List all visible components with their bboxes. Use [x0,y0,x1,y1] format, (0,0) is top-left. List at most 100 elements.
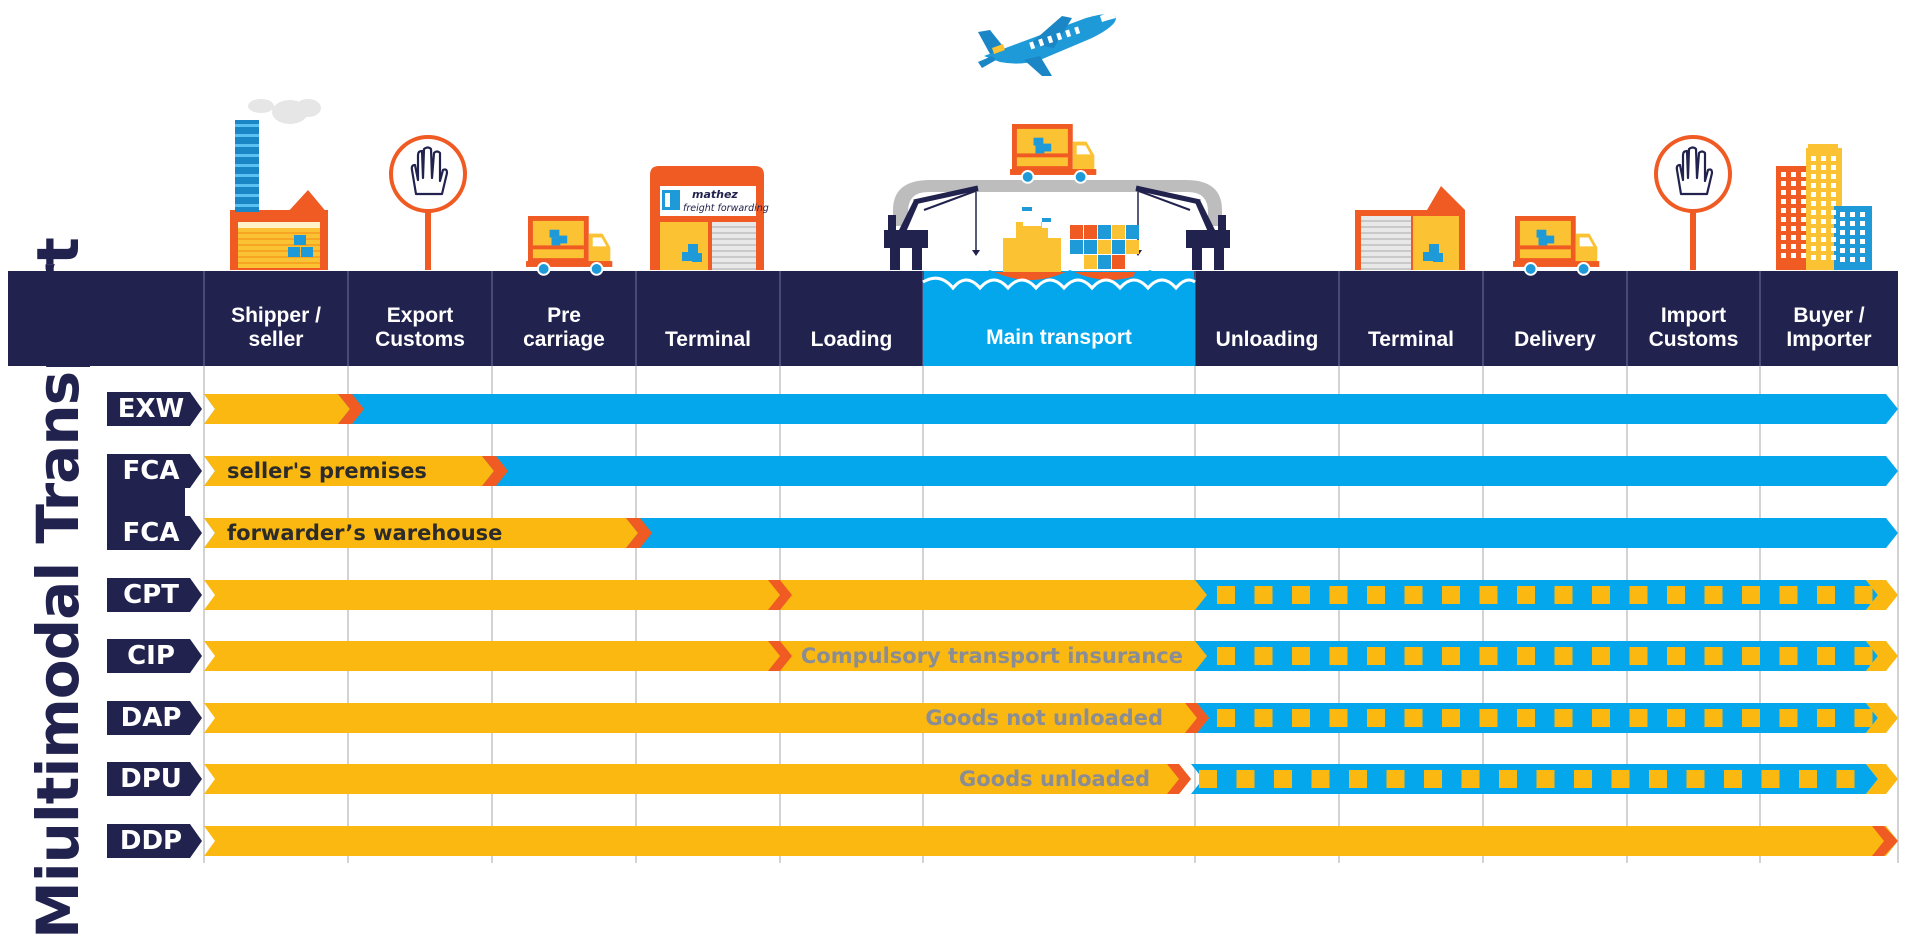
fca-connector [107,471,185,533]
cost-square [1554,647,1573,665]
rule-code-dap: DAP [120,703,182,733]
cost-square [1517,709,1535,727]
cost-square [1536,770,1555,788]
stage-label: Shipper / seller [231,304,321,351]
risk-transfer-marker [482,456,508,486]
stage-label: Unloading [1215,328,1319,351]
cost-square [1592,586,1610,604]
cost-square [1704,647,1723,665]
cost-square [1386,770,1405,788]
city-buildings-icon [1776,144,1872,270]
cost-square [1311,770,1330,788]
cost-square [1742,709,1760,727]
cost-square [1329,586,1348,604]
cost-square [1199,770,1217,788]
rule-code-dpu: DPU [120,764,182,794]
factory-icon [230,99,328,270]
cost-square [1779,709,1798,727]
cost-square [1329,647,1348,665]
cost-square [1292,647,1310,665]
risk-transfer-marker [768,580,792,610]
seller-cost-bar-end [1866,764,1898,794]
warehouse-icon [1355,186,1465,270]
cost-square [1667,647,1685,665]
risk-transfer-marker [768,641,792,671]
seller-cost-bar [204,394,350,424]
rule-bar-fca [204,456,1898,486]
cost-square [1704,586,1723,604]
stage-label: Export Customs [375,304,465,351]
cost-square [1479,647,1498,665]
cost-square [1817,586,1835,604]
cost-square [1629,586,1648,604]
cost-square [1574,770,1592,788]
cost-square [1686,770,1705,788]
rule-tab [107,701,202,735]
cost-square [1329,709,1348,727]
cost-square [1817,647,1835,665]
stage-label: Buyer / Importer [1786,304,1872,351]
rule-bar-dap [204,703,1898,733]
cost-square [1254,586,1273,604]
cost-square [1442,586,1460,604]
buyer-cost-bar [204,456,1898,486]
cost-square [1611,770,1630,788]
seller-cost-bar [204,764,1191,794]
cost-square [1704,709,1723,727]
cost-square [1254,647,1273,665]
cost-square [1367,647,1385,665]
cost-square [1742,586,1760,604]
truck-icon [1010,124,1097,184]
seller-cost-bar-end [1866,580,1898,610]
cost-square [1499,770,1517,788]
cost-square [1274,770,1292,788]
rule-tab [107,639,202,673]
risk-transfer-marker [1872,826,1898,856]
cost-square [1592,709,1610,727]
cost-square [1217,647,1235,665]
stage-label: Main transport [986,326,1132,349]
rule-tab [107,392,202,426]
cost-square [1667,709,1685,727]
cost-square [1349,770,1367,788]
cost-square [1629,709,1648,727]
rule-note: forwarder’s warehouse [227,521,503,545]
risk-transfer-marker [626,518,652,548]
cost-square [1479,709,1498,727]
cost-square [1817,709,1835,727]
rule-tab [107,762,202,796]
warehouse-sign-line1: mathez [692,188,738,201]
cost-square [1724,770,1742,788]
cost-square [1799,770,1817,788]
seller-cost-bar [204,518,638,548]
rule-bar-ddp [204,826,1898,856]
cost-square [1461,770,1480,788]
stage-label: Import Customs [1648,304,1739,351]
seller-cost-bar-end [1866,641,1898,671]
cost-square [1629,647,1648,665]
cost-square [1667,586,1685,604]
cost-square [1742,647,1760,665]
seller-cost-bar [204,641,1207,671]
rule-bar-dpu [204,764,1898,794]
cost-square [1442,709,1460,727]
cost-square [1854,647,1873,665]
risk-transfer-marker [338,394,364,424]
seller-cost-bar [204,826,1898,856]
rule-code-fca: FCA [122,456,180,486]
stage-label: Terminal [665,328,751,351]
cost-square [1404,709,1423,727]
risk-transfer-marker [1167,764,1191,794]
rule-bar-cpt [204,580,1898,610]
cost-square [1836,770,1855,788]
port-crane-icon [884,185,980,270]
rule-note: Goods not unloaded [925,706,1163,730]
risk-transfer-marker [1185,703,1209,733]
rule-bar-cip [204,641,1898,671]
stage-label: Delivery [1514,328,1596,351]
diagram-title: Miultimodal Transport [24,238,92,939]
stop-hand-sign-icon [1654,135,1732,270]
cost-square [1442,647,1460,665]
rule-tab [107,578,202,612]
seller-cost-bar [204,580,1207,610]
